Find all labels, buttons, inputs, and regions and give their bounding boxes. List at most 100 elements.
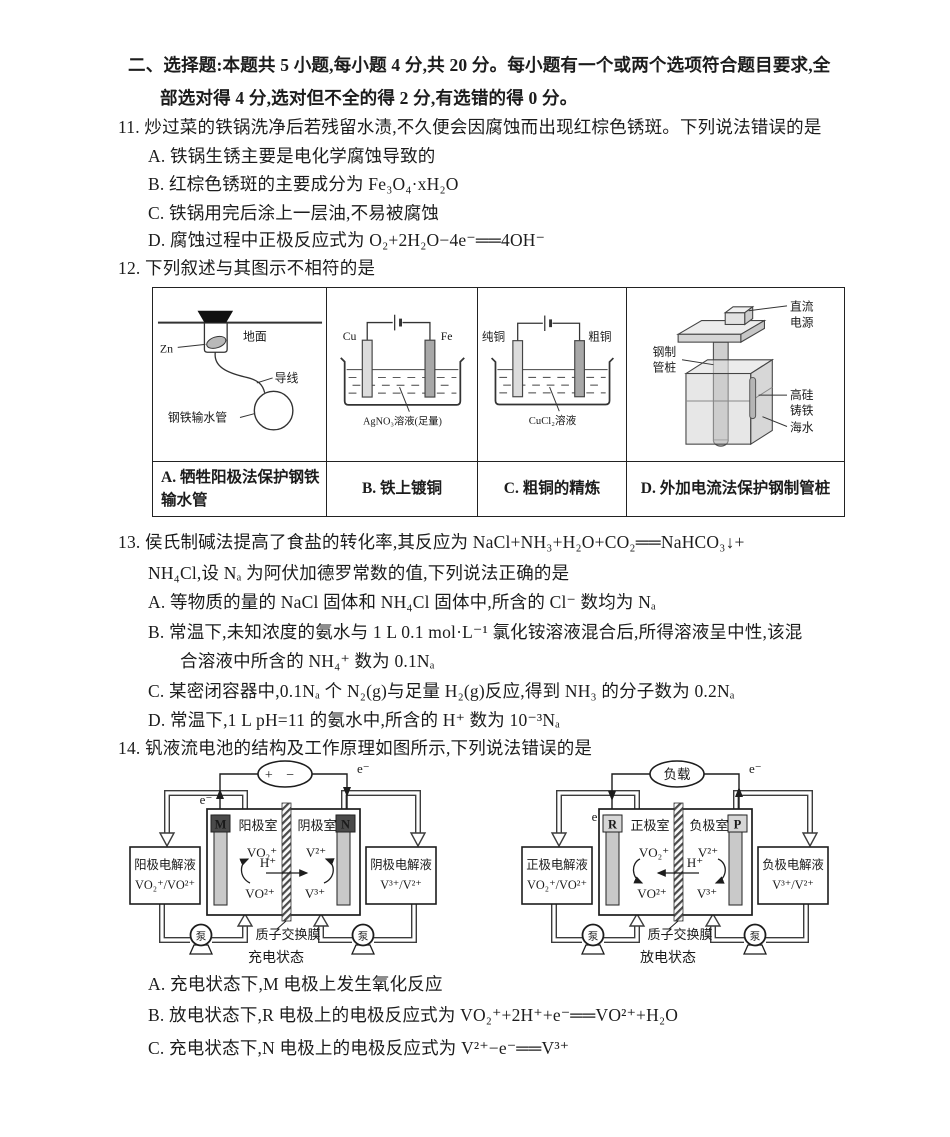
dc-source-shape <box>723 305 754 326</box>
zinc-label: Zn <box>159 341 172 355</box>
pure-copper-electrode-shape <box>511 340 523 398</box>
catholyte-label-1: 阴极电解液 <box>370 857 432 872</box>
circuit-wires <box>219 773 348 814</box>
membrane-label: 质子交换膜 <box>255 927 320 942</box>
electron-up-arrow <box>735 787 743 797</box>
cast-iron-label-1: 高硅 <box>789 388 813 402</box>
left-electrode-label: 纯铜 <box>481 330 504 344</box>
load-shape <box>649 760 705 788</box>
q12-caption-a: A. 牺牲阳极法保护钢铁输水管 <box>153 462 327 516</box>
seawater-label: 海水 <box>789 420 813 434</box>
ground-label: 地面 <box>242 329 266 343</box>
q13-stem-line2: NH₄Cl,设 Nₐ 为阿伏加德罗常数的值,下列说法正确的是 <box>148 563 570 583</box>
negolyte-label-2: V³⁺/V²⁺ <box>772 878 814 892</box>
right-electrode-label: 粗铜 <box>588 330 611 344</box>
q12-cell-d-figure: 直流 电源 钢制 管桩 高硅 铸铁 海水 <box>627 288 844 462</box>
cu-electrode-shape <box>361 339 373 398</box>
water-pipe-shape <box>253 390 294 431</box>
electrode-p-label: P <box>734 818 742 832</box>
electrode-r-tag <box>602 814 623 833</box>
q14-option-c: C. 充电状态下,N 电极上的电极反应式为 V²⁺−e⁻══V³⁺ <box>148 1038 570 1058</box>
right-electrode-label: Fe <box>440 330 452 343</box>
cast-iron-label-2: 铸铁 <box>789 404 813 418</box>
q13-option-b-line1: B. 常温下,未知浓度的氨水与 1 L 0.1 mol·L⁻¹ 氯化铵溶液混合后… <box>148 622 803 642</box>
reaction-arrows <box>239 858 335 884</box>
positive-chamber-label: 正极室 <box>630 818 669 833</box>
electron-label-left: e⁻ <box>200 792 213 807</box>
section-header-line2: 部选对得 4 分,选对但不全的得 2 分,有选错的得 0 分。 <box>160 88 578 108</box>
species-vo2plus2: VO²⁺ <box>637 886 667 901</box>
electrode-r-label: R <box>608 818 618 832</box>
q11-option-a: A. 铁锅生锈主要是电化学腐蚀导致的 <box>148 146 436 166</box>
electron-down-arrow <box>343 787 351 797</box>
electrode-p-tag <box>727 814 748 833</box>
impressed-current-diagram: 直流 电源 钢制 管桩 高硅 铸铁 海水 <box>652 300 813 447</box>
electrode-m-tag <box>210 814 231 833</box>
species-v2plus: V²⁺ <box>306 845 326 860</box>
wire-shape <box>214 351 265 393</box>
q12-caption-c: C. 粗铜的精炼 <box>478 462 627 516</box>
species-vo2plus2: VO²⁺ <box>245 886 275 901</box>
q12-diagram-table: Zn 地面 导线 钢铁输水管 Cu Fe AgNO₃溶液(足量 <box>152 287 845 517</box>
beaker-shape <box>339 357 465 406</box>
dc-source-label-1: 直流 <box>789 300 813 314</box>
pump-right: 泵 <box>742 923 768 955</box>
pump-right-label: 泵 <box>358 931 369 943</box>
wire-label: 导线 <box>274 370 298 384</box>
q13-option-c: C. 某密闭容器中,0.1Nₐ 个 N₂(g)与足量 H₂(g)反应,得到 NH… <box>148 681 735 701</box>
q12-caption-d: D. 外加电流法保护钢制管桩 <box>640 480 831 498</box>
copper-refining-diagram: 纯铜 粗铜 CuCl₂溶液 <box>481 315 614 427</box>
q12-cell-a-figure: Zn 地面 导线 钢铁输水管 <box>153 288 327 462</box>
zinc-block-shape <box>205 335 226 349</box>
q12-cell-b-figure: Cu Fe AgNO₃溶液(足量) <box>327 288 478 462</box>
anolyte-tank <box>129 846 201 905</box>
q13-option-a: A. 等物质的量的 NaCl 固体和 NH₄Cl 固体中,所含的 Cl⁻ 数均为… <box>148 592 657 612</box>
posolyte-tank <box>521 846 593 905</box>
electrolyte-pipes <box>550 790 819 943</box>
electron-label-right: e⁻ <box>357 761 370 776</box>
vanadium-battery-charge-diagram: e⁻ e⁻ + − M N 阳极室 阴极室 VO₂⁺ VO²⁺ H⁺ V²⁺ V… <box>129 760 437 966</box>
power-source-shape <box>257 760 313 788</box>
beaker-shape <box>490 357 614 406</box>
electrolyte-pipes <box>158 790 427 943</box>
crude-copper-electrode-shape <box>573 340 585 398</box>
cathode-chamber-label: 阴极室 <box>297 818 336 833</box>
pump-left: 泵 <box>188 923 214 955</box>
solution-label: AgNO₃溶液(足量) <box>363 414 442 427</box>
posolyte-label-2: VO₂⁺/VO²⁺ <box>527 878 587 892</box>
seawater-tank-shape <box>683 358 774 446</box>
proton-label: H⁺ <box>260 855 276 870</box>
left-electrode-label: Cu <box>342 330 356 343</box>
load-label: 负载 <box>664 767 691 782</box>
posolyte-label-1: 正极电解液 <box>526 857 588 872</box>
manhole-cap-shape <box>197 310 233 323</box>
q11-option-d: D. 腐蚀过程中正极反应式为 O₂+2H₂O−4e⁻══4OH⁻ <box>148 230 546 250</box>
q13-option-b-line2: 合溶液中所含的 NH₄⁺ 数为 0.1Nₐ <box>180 651 435 671</box>
steel-pipe-label: 钢铁输水管 <box>167 410 226 424</box>
negolyte-label-1: 负极电解液 <box>762 857 824 872</box>
vanadium-battery-discharge-diagram: e⁻ e⁻ 负载 R P 正极室 负极室 VO₂⁺ VO²⁺ H⁺ V²⁺ V³… <box>521 760 829 966</box>
state-label: 充电状态 <box>248 950 304 966</box>
q12-cell-c-figure: 纯铜 粗铜 CuCl₂溶液 <box>478 288 627 462</box>
q11-stem: 11. 炒过菜的铁锅洗净后若残留水渍,不久便会因腐蚀而出现红棕色锈斑。下列说法错… <box>118 117 822 137</box>
anolyte-label-1: 阳极电解液 <box>134 857 196 872</box>
membrane-label: 质子交换膜 <box>647 927 712 942</box>
fe-electrode-shape <box>423 339 435 398</box>
q12-caption-b: B. 铁上镀铜 <box>327 462 478 516</box>
q12-stem: 12. 下列叙述与其图示不相符的是 <box>118 258 376 278</box>
species-vo2plus: VO₂⁺ <box>247 845 277 860</box>
dc-source-label-2: 电源 <box>789 315 813 329</box>
sacrificial-anode-diagram: Zn 地面 导线 钢铁输水管 <box>157 310 322 431</box>
species-v2plus: V²⁺ <box>698 845 718 860</box>
reaction-arrows <box>632 858 726 884</box>
pump-left-label: 泵 <box>588 931 599 943</box>
species-v3plus: V³⁺ <box>305 886 325 901</box>
q13-option-d: D. 常温下,1 L pH=11 的氨水中,所含的 H⁺ 数为 10⁻³Nₐ <box>148 710 561 730</box>
pump-left: 泵 <box>580 923 606 955</box>
state-label: 放电状态 <box>640 950 696 966</box>
pump-right-label: 泵 <box>750 931 761 943</box>
catholyte-label-2: V³⁺/V²⁺ <box>380 878 422 892</box>
electron-down-arrow <box>608 791 616 801</box>
anolyte-label-2: VO₂⁺/VO²⁺ <box>135 878 195 892</box>
proton-membrane-shape <box>281 802 292 922</box>
